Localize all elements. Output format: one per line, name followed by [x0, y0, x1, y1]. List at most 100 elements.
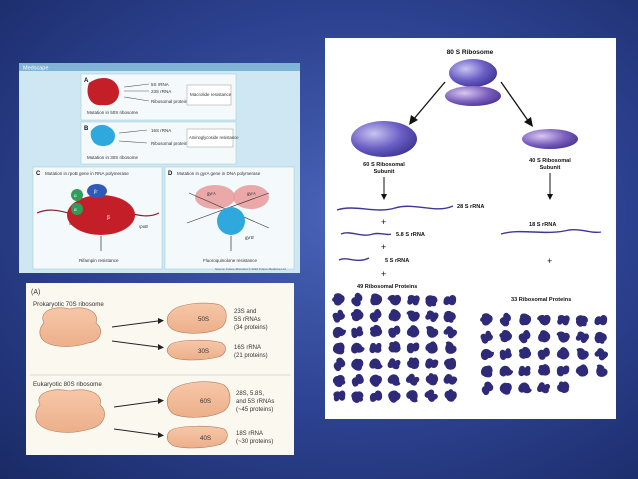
ribosomal-60s-protein-44	[351, 391, 364, 404]
prokaryotic-title: Prokaryotic 70S ribosome	[33, 301, 104, 308]
rrna-5s-label: 5 S rRNA	[385, 258, 409, 264]
ribosomal-60s-protein-5	[407, 294, 420, 306]
ribosome-composition-figure: 80 S Ribosome 60 S Ribosomal Subunit 40 …	[332, 49, 609, 404]
ribosome-50s-shape	[87, 78, 120, 106]
subunit-40s-shape	[166, 425, 228, 449]
ribosomal-60s-protein-12	[406, 310, 420, 322]
subunit-alpha-2: α	[74, 207, 77, 212]
desc-60s-line3: (~45 proteins)	[236, 407, 273, 413]
subunit-beta: β	[107, 215, 110, 221]
ribosomal-40s-protein-21	[594, 348, 609, 361]
subunit-60s-label: 60S	[200, 398, 211, 405]
ribosome-70s-shape	[39, 307, 101, 347]
arrow-40s-head	[158, 432, 164, 438]
ribosomal-60s-protein-27	[425, 341, 438, 354]
ribosomal-60s-protein-33	[407, 357, 420, 369]
desc-40s-line1: 18S rRNA	[236, 431, 263, 437]
arrow-50s	[111, 320, 159, 328]
arrow-to-40s	[500, 81, 530, 123]
ribosomal-40s-protein-6	[575, 315, 588, 327]
ribosomal-40s-protein-14	[594, 331, 607, 344]
ribosomal-60s-protein-6	[425, 295, 438, 307]
ribosomal-60s-protein-15	[332, 327, 346, 339]
gyra-label-2: gyrA	[247, 191, 256, 196]
subunit-60s-label-1: 60 S Ribosomal	[363, 162, 405, 168]
ribosomal-60s-protein-24	[369, 342, 382, 354]
figure-label: (A)	[31, 289, 40, 296]
subpanel-d-letter: D	[168, 171, 173, 177]
macrolide-box	[186, 84, 232, 106]
ribosomal-60s-protein-35	[444, 357, 457, 370]
ribosomal-40s-protein-33	[557, 381, 570, 393]
subunit-30s-shape	[166, 339, 226, 361]
ribosomal-60s-protein-14	[443, 310, 456, 323]
ribosomal-60s-protein-38	[369, 374, 382, 387]
ribosomal-60s-protein-18	[388, 325, 401, 338]
gyra-shape-2	[233, 185, 269, 209]
rrna-5s-strand	[338, 257, 370, 261]
ribosomal-40s-protein-27	[575, 364, 589, 377]
ribosome-80s-small	[445, 86, 501, 106]
rrna-28s-strand	[336, 205, 454, 211]
gyra-label-1: gyrA	[207, 191, 216, 196]
ribosomal-40s-protein-13	[575, 331, 590, 343]
subunit-60s-label-2: Subunit	[374, 169, 395, 175]
desc-50s-line3: (34 proteins)	[234, 325, 268, 331]
ribosomal-60s-protein-19	[406, 325, 420, 338]
figure-header: Medscape	[23, 66, 48, 72]
subpanel-b-letter: B	[84, 126, 89, 132]
ribosomal-60s-protein-9	[350, 309, 364, 322]
ribosomal-40s-protein-23	[499, 365, 514, 377]
desc-30s-line1: 16S rRNA	[234, 345, 261, 351]
rrna-arrows-b	[118, 129, 148, 144]
arrow-60s-head	[158, 398, 164, 404]
subunit-sigma: σ	[69, 221, 72, 226]
subunit-alpha-1: α	[74, 193, 77, 198]
ribosomal-60s-protein-11	[388, 309, 401, 322]
arrow-60s-down-head	[381, 194, 387, 200]
ribosomal-40s-protein-20	[576, 347, 589, 360]
desc-50s-line1: 23S and	[234, 309, 256, 315]
ribosomal-60s-protein-16	[351, 326, 364, 339]
ribosomal-40s-protein-2	[499, 312, 511, 327]
rrna-arrows-a	[123, 83, 150, 102]
fluoroquinolone-resistance-label: Fluoroquinolone resistance	[203, 258, 258, 263]
ribosomal-40s-protein-28	[596, 364, 608, 377]
subunit-beta-prime: β'	[94, 189, 98, 194]
ribosomal-60s-protein-46	[388, 390, 401, 403]
subunit-30s-label: 30S	[198, 348, 209, 355]
subunit-60s	[351, 121, 417, 157]
ribosomal-40s-protein-4	[536, 314, 551, 326]
ribosomal-40s-protein-16	[499, 348, 512, 361]
subpanel-a-letter: A	[84, 78, 89, 84]
ribosomal-60s-protein-49	[444, 389, 457, 402]
arrow-to-60s	[412, 81, 446, 121]
arrow-50s-head	[158, 318, 164, 324]
ribosomal-60s-protein-36	[332, 375, 346, 388]
ribosomal-60s-protein-8	[332, 309, 345, 323]
ribosomal-60s-protein-43	[333, 390, 346, 402]
ribosomal-40s-protein-3	[519, 313, 532, 326]
aminoglycoside-resistance-label: Aminoglycoside resistance	[189, 135, 239, 140]
figure-header-bar	[19, 63, 300, 71]
ribosomal-40s-protein-11	[538, 330, 551, 343]
ribosomal-40s-protein-32	[537, 382, 551, 394]
ribosomal-40s-protein-8	[480, 330, 493, 344]
ribosomal-60s-protein-34	[425, 358, 439, 369]
ribosomal-60s-protein-25	[388, 341, 401, 353]
ribosomal-40s-protein-9	[499, 330, 512, 343]
ribosomal-40s-protein-7	[594, 315, 608, 326]
ribosome-comparison-panel: (A) Prokaryotic 70S ribosome 50S 30S 23S…	[26, 283, 294, 455]
aminoglycoside-box	[186, 128, 234, 148]
ribosomal-60s-protein-30	[351, 358, 364, 371]
ribosomal-40s-protein-26	[556, 365, 570, 377]
ribosome-comparison-figure: (A) Prokaryotic 70S ribosome 50S 30S 23S…	[30, 289, 290, 449]
desc-50s-line2: 5S rRNAs	[234, 317, 261, 323]
mutation-50s-label: Mutation in 50S ribosome	[87, 110, 139, 115]
ribosomal-60s-protein-4	[387, 294, 402, 306]
ribosome-30s-shape	[90, 124, 115, 147]
eukaryotic-title: Eukaryotic 80S ribosome	[33, 381, 102, 388]
label-ribosomal-proteins-b: Ribosomal proteins	[151, 141, 190, 146]
ribosomal-40s-protein-12	[556, 331, 570, 343]
ribosomal-60s-protein-32	[387, 358, 401, 370]
